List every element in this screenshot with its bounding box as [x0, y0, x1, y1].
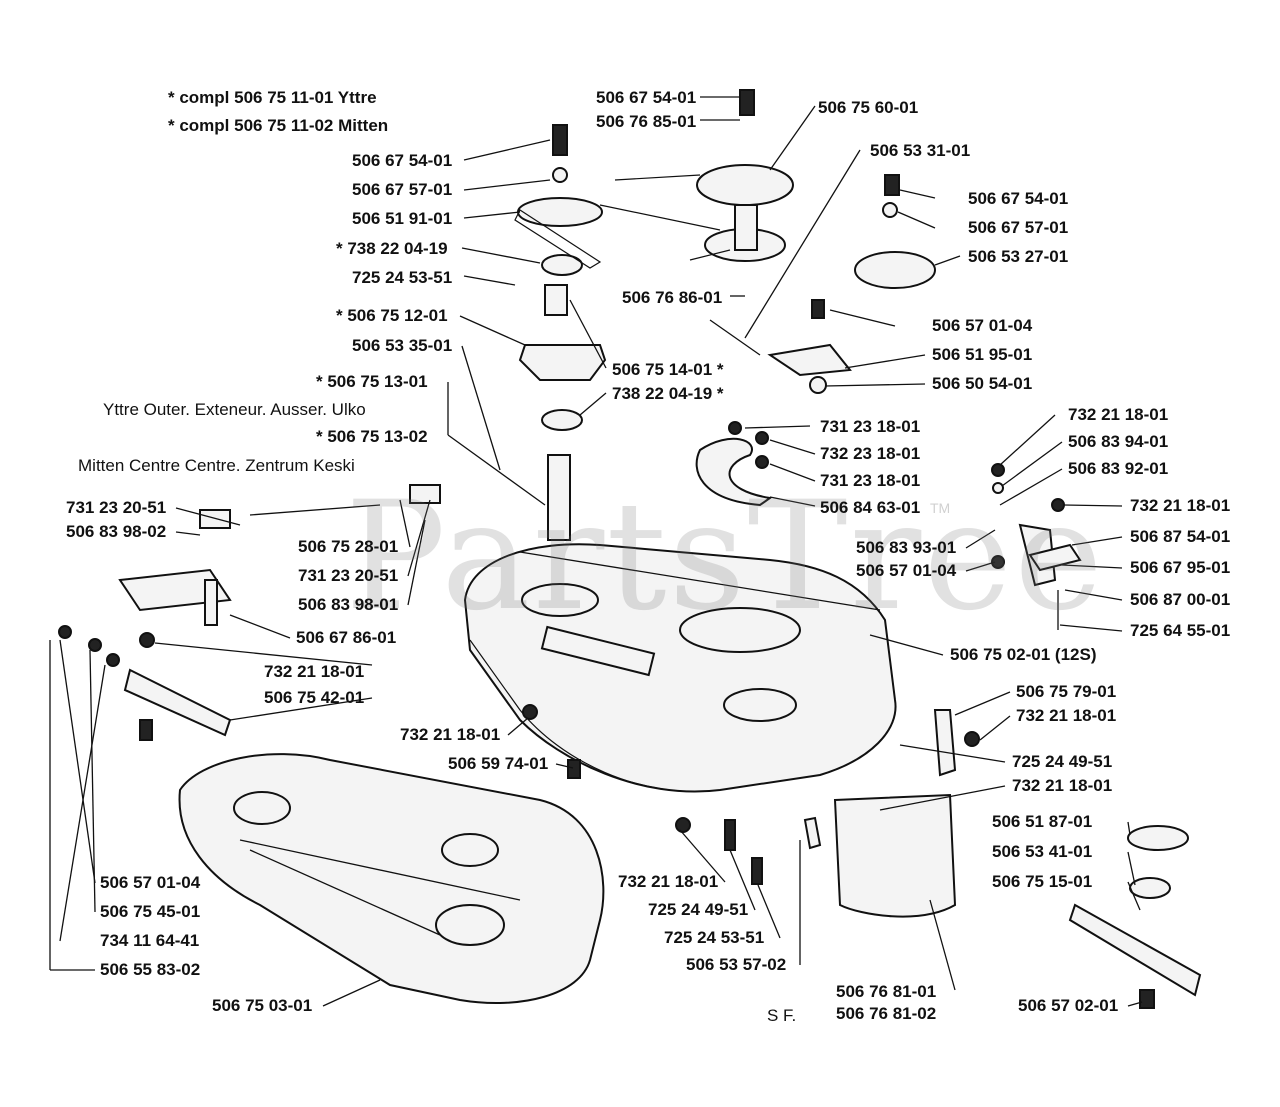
part-label[interactable]: 506 87 54-01 — [1130, 527, 1231, 546]
sf-note: S F. — [767, 1006, 797, 1025]
part-label[interactable]: 506 75 14-01 * — [612, 360, 724, 379]
part-label[interactable]: 506 84 63-01 — [820, 498, 921, 517]
part-label[interactable]: 725 64 55-01 — [1130, 621, 1231, 640]
right-bracket — [991, 463, 1082, 630]
part-label[interactable]: 506 53 31-01 — [870, 141, 971, 160]
part-label[interactable]: 731 23 20-51 — [298, 566, 399, 585]
part-label[interactable]: 506 51 95-01 — [932, 345, 1033, 364]
discharge-chute — [803, 709, 980, 918]
trademark-mark: TM — [930, 500, 951, 516]
compl-note-2: * compl 506 75 11-02 Mitten — [168, 116, 389, 135]
part-label[interactable]: 506 53 35-01 — [352, 336, 453, 355]
part-label[interactable]: * 738 22 04-19 — [336, 239, 448, 258]
part-label[interactable]: 506 53 27-01 — [968, 247, 1069, 266]
part-label[interactable]: 506 55 83-02 — [100, 960, 201, 979]
part-label[interactable]: 506 67 57-01 — [352, 180, 453, 199]
part-label[interactable]: 732 21 18-01 — [1016, 706, 1117, 725]
part-label[interactable]: * 506 75 13-01 — [316, 372, 428, 391]
part-label[interactable]: 506 83 93-01 — [856, 538, 957, 557]
part-label[interactable]: 725 24 49-51 — [1012, 752, 1113, 771]
part-label[interactable]: 506 75 60-01 — [818, 98, 919, 117]
part-label[interactable]: 506 83 94-01 — [1068, 432, 1169, 451]
part-label[interactable]: 506 75 45-01 — [100, 902, 201, 921]
part-label[interactable]: 732 21 18-01 — [1068, 405, 1169, 424]
part-label[interactable]: * 506 75 13-02 — [316, 427, 428, 446]
center-variant-note: Mitten Centre Centre. Zentrum Keski — [78, 456, 355, 475]
part-label[interactable]: 506 75 42-01 — [264, 688, 365, 707]
part-label[interactable]: 725 24 49-51 — [648, 900, 749, 919]
part-label[interactable]: 506 67 57-01 — [968, 218, 1069, 237]
watermark: PartsTree — [345, 470, 1105, 644]
part-label[interactable]: 506 67 54-01 — [352, 151, 453, 170]
part-label[interactable]: 732 21 18-01 — [618, 872, 719, 891]
part-label[interactable]: 731 23 18-01 — [820, 417, 921, 436]
part-label[interactable]: 732 21 18-01 — [264, 662, 365, 681]
part-label[interactable]: 734 11 64-41 — [100, 931, 200, 950]
part-label[interactable]: 506 76 81-02 — [836, 1004, 937, 1023]
part-label[interactable]: 506 59 74-01 — [448, 754, 549, 773]
part-label[interactable]: 732 21 18-01 — [400, 725, 501, 744]
part-label[interactable]: 506 76 86-01 — [622, 288, 723, 307]
part-label[interactable]: 506 53 57-02 — [686, 955, 787, 974]
part-label[interactable]: 506 87 00-01 — [1130, 590, 1231, 609]
part-label[interactable]: 506 76 85-01 — [596, 112, 697, 131]
part-label[interactable]: 506 51 87-01 — [992, 812, 1093, 831]
tensioner-arm — [709, 299, 852, 394]
compl-note-1: * compl 506 75 11-01 Yttre — [168, 88, 377, 107]
part-label[interactable]: * 506 75 12-01 — [336, 306, 448, 325]
part-label[interactable]: 506 67 54-01 — [968, 189, 1069, 208]
part-label[interactable]: 506 50 54-01 — [932, 374, 1033, 393]
belt-pulleys — [614, 89, 936, 289]
part-label[interactable]: 506 83 98-01 — [298, 595, 399, 614]
part-label[interactable]: 506 75 15-01 — [992, 872, 1093, 891]
part-label[interactable]: 506 75 28-01 — [298, 537, 399, 556]
part-label[interactable]: 506 75 79-01 — [1016, 682, 1117, 701]
part-label[interactable]: 732 21 18-01 — [1012, 776, 1113, 795]
spindle-assembly — [514, 124, 721, 541]
part-label[interactable]: 506 83 92-01 — [1068, 459, 1169, 478]
leader-lines — [49, 96, 1143, 1007]
part-label[interactable]: 731 23 18-01 — [820, 471, 921, 490]
lower-deck-cover — [178, 753, 605, 1004]
part-label[interactable]: 731 23 20-51 — [66, 498, 167, 517]
part-label[interactable]: 506 76 81-01 — [836, 982, 937, 1001]
part-label[interactable]: 732 23 18-01 — [820, 444, 921, 463]
part-label[interactable]: 506 57 01-04 — [932, 316, 1033, 335]
part-label[interactable]: 725 24 53-51 — [352, 268, 453, 287]
height-adjust-levers — [58, 484, 441, 741]
part-label[interactable]: 506 83 98-02 — [66, 522, 167, 541]
part-label[interactable]: 738 22 04-19 * — [612, 384, 724, 403]
part-label[interactable]: 732 21 18-01 — [1130, 496, 1231, 515]
part-label[interactable]: 506 57 01-04 — [100, 873, 201, 892]
part-label[interactable]: 506 67 86-01 — [296, 628, 397, 647]
part-label[interactable]: 506 67 54-01 — [596, 88, 697, 107]
belt-guide — [695, 421, 773, 507]
cutter-deck-housing — [463, 543, 897, 793]
part-label[interactable]: 506 57 02-01 — [1018, 996, 1119, 1015]
part-label[interactable]: 506 51 91-01 — [352, 209, 453, 228]
part-label[interactable]: 506 53 41-01 — [992, 842, 1093, 861]
part-label[interactable]: 725 24 53-51 — [664, 928, 765, 947]
part-label[interactable]: 506 75 03-01 — [212, 996, 313, 1015]
part-label[interactable]: 506 75 02-01 (12S) — [950, 645, 1097, 664]
part-label[interactable]: 506 57 01-04 — [856, 561, 957, 580]
part-label[interactable]: 506 67 95-01 — [1130, 558, 1231, 577]
outer-variant-note: Yttre Outer. Exteneur. Ausser. Ulko — [103, 400, 366, 419]
